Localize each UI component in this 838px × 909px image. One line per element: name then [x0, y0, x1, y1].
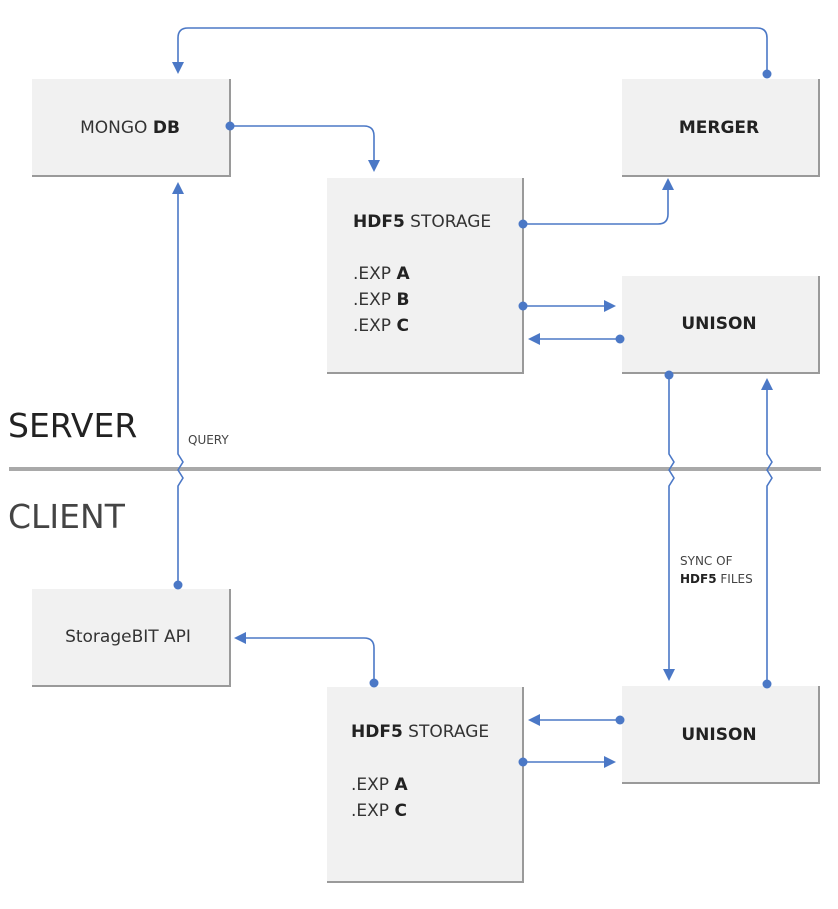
connector-hdf5-client-to-unison-client — [518, 756, 616, 768]
connector-origin-dot — [225, 121, 235, 131]
arrowhead — [368, 160, 380, 172]
connector-origin-dot — [518, 757, 528, 767]
connector-origin-dot — [369, 678, 379, 688]
connector-origin-dot — [664, 370, 674, 380]
unison-client-label: UNISON — [681, 725, 756, 745]
connector-origin-dot — [615, 334, 625, 344]
hdf5-client-item-a: .EXP A — [351, 775, 408, 795]
connector-origin-dot — [518, 301, 528, 311]
sync-annotation-line1: SYNC OF — [680, 554, 733, 568]
mongo-db-box: MONGO DB — [32, 79, 231, 177]
connector-unison-client-to-unison-server — [761, 378, 773, 689]
connector-hdf5-client-to-storagebit — [234, 632, 379, 688]
connector-unison-client-to-hdf5-client — [528, 714, 625, 726]
client-zone-label: CLIENT — [8, 497, 126, 536]
connector-merger-to-mongo — [172, 27, 772, 79]
arrowhead — [528, 714, 540, 726]
merger-box: MERGER — [622, 79, 820, 177]
arrowhead — [663, 669, 675, 681]
arrowhead — [172, 182, 184, 194]
connector-hdf5-server-to-merger — [518, 178, 674, 229]
storagebit-api-box: StorageBIT API — [32, 589, 231, 687]
connector-origin-dot — [615, 715, 625, 725]
unison-server-box: UNISON — [622, 276, 820, 374]
arrowhead — [604, 300, 616, 312]
unison-client-box: UNISON — [622, 686, 820, 784]
arrowhead — [234, 632, 246, 644]
unison-server-label: UNISON — [681, 314, 756, 334]
connector-origin-dot — [762, 679, 772, 689]
arrowhead — [604, 756, 616, 768]
hdf5-storage-client-box: HDF5 STORAGE .EXP A .EXP C — [327, 687, 524, 883]
hdf5-server-item-b: .EXP B — [353, 290, 409, 310]
connector-storagebit-to-mongo-query — [172, 182, 184, 590]
arrowhead — [528, 333, 540, 345]
connector-mongo-to-hdf5-server — [225, 121, 380, 172]
connector-unison-server-to-hdf5-server — [528, 333, 625, 345]
connector-origin-dot — [173, 580, 183, 590]
hdf5-storage-client-title: HDF5 STORAGE — [351, 722, 489, 742]
sync-annotation-line2: HDF5 FILES — [680, 572, 753, 586]
hdf5-server-item-c: .EXP C — [353, 316, 409, 336]
hdf5-client-item-c: .EXP C — [351, 801, 407, 821]
mongo-db-label: MONGO DB — [80, 118, 180, 138]
arrowhead — [761, 378, 773, 390]
arrowhead — [662, 178, 674, 190]
connector-origin-dot — [518, 219, 528, 229]
storagebit-api-label: StorageBIT API — [65, 627, 191, 647]
connector-hdf5-server-to-unison-server — [518, 300, 616, 312]
arrowhead — [172, 62, 184, 74]
hdf5-server-item-a: .EXP A — [353, 264, 410, 284]
hdf5-storage-server-box: HDF5 STORAGE .EXP A .EXP B .EXP C — [327, 178, 524, 374]
merger-label: MERGER — [679, 118, 759, 138]
hdf5-storage-server-title: HDF5 STORAGE — [353, 212, 491, 232]
connector-origin-dot — [762, 69, 772, 79]
server-zone-label: SERVER — [8, 406, 137, 445]
connectors — [172, 27, 773, 768]
query-annotation: QUERY — [188, 433, 229, 447]
connector-unison-server-to-unison-client — [663, 370, 675, 681]
